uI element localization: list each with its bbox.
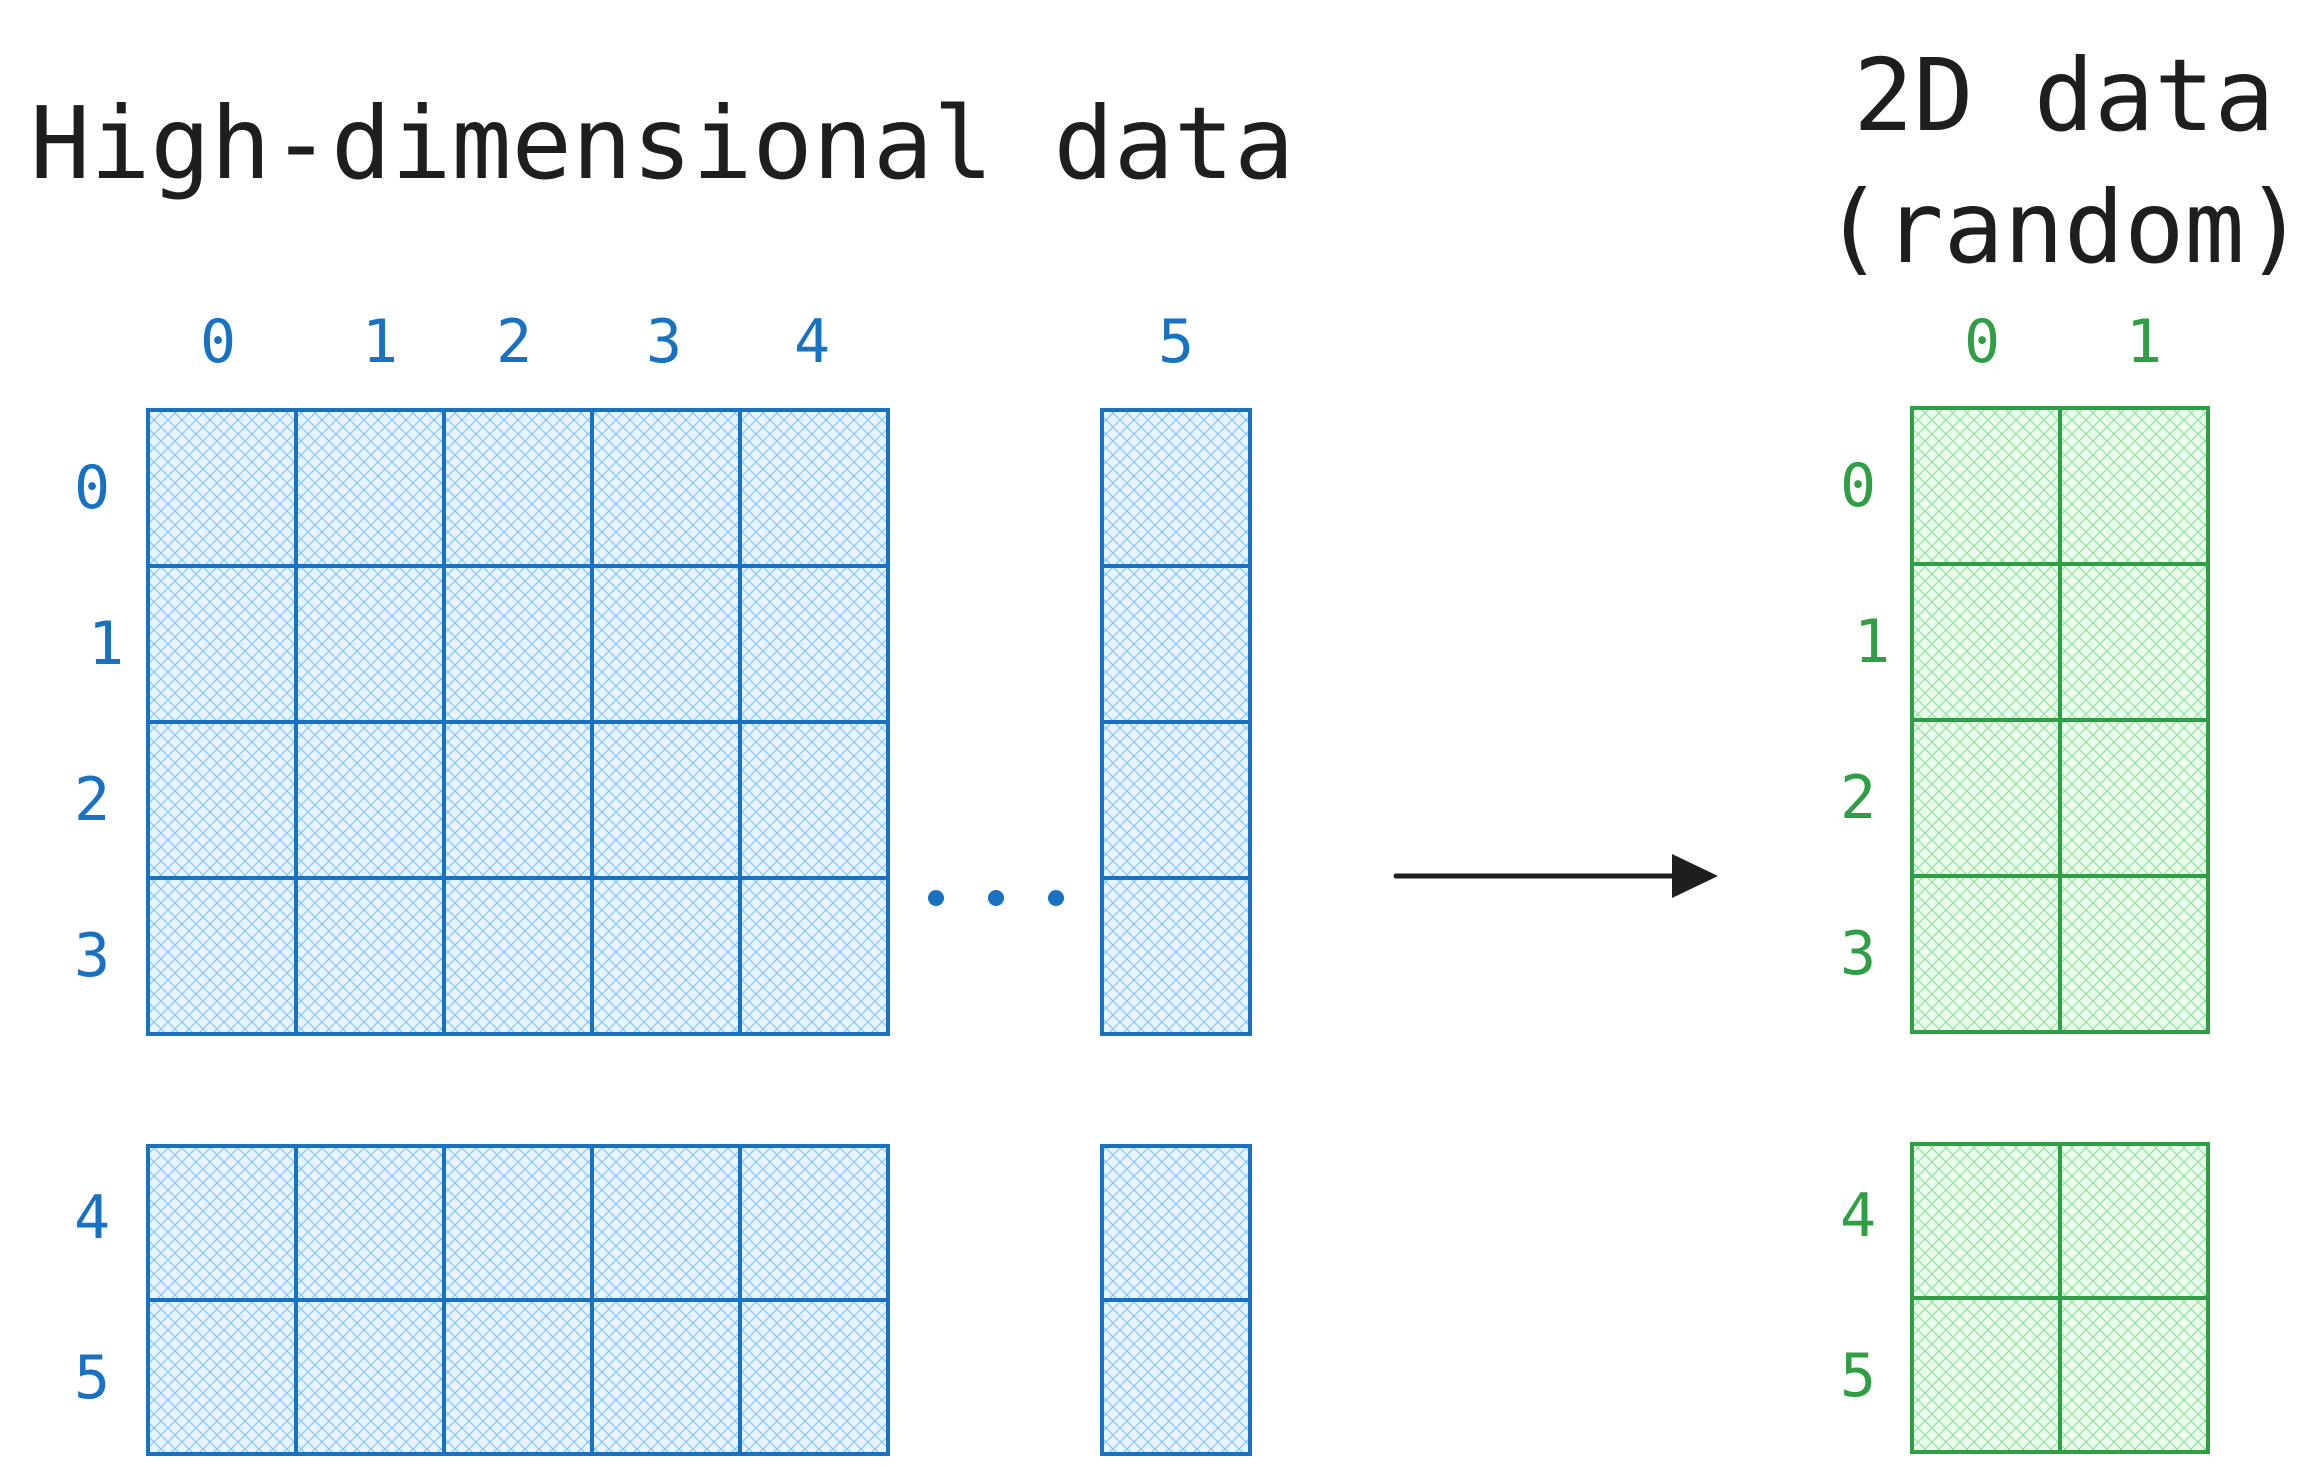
high-dim-cell xyxy=(294,876,446,1036)
high-dim-cell xyxy=(442,1298,594,1456)
low-dim-title-line2: (random) xyxy=(1823,169,2305,286)
ellipsis-dot xyxy=(928,890,944,906)
high-dim-row-label-4: 4 xyxy=(74,1183,110,1253)
high-dim-col-label-3: 3 xyxy=(646,307,682,377)
high-dim-row-label-0: 0 xyxy=(74,453,110,523)
low-dim-cell xyxy=(2058,406,2210,566)
low-dim-col-label-1: 1 xyxy=(2126,307,2162,377)
high-dim-row-labels: 0 1 2 3 4 5 xyxy=(74,453,124,1413)
high-dim-cell xyxy=(294,1298,446,1456)
low-dim-cell xyxy=(1910,406,2062,566)
high-dim-grid-lower xyxy=(146,1144,890,1456)
high-dim-cell xyxy=(590,876,742,1036)
high-dim-cell xyxy=(442,408,594,568)
high-dim-column-5-upper xyxy=(1100,408,1252,1036)
high-dim-col-label-5: 5 xyxy=(1158,307,1194,377)
high-dim-cell xyxy=(146,876,298,1036)
low-dim-cell xyxy=(1910,1142,2062,1300)
high-dim-cell xyxy=(442,1144,594,1302)
high-dim-cell xyxy=(1100,720,1252,880)
low-dim-row-label-4: 4 xyxy=(1840,1181,1876,1251)
low-dim-cell xyxy=(2058,562,2210,722)
high-dim-cell xyxy=(442,876,594,1036)
high-dim-cell xyxy=(146,564,298,724)
high-dim-cell xyxy=(590,720,742,880)
ellipsis-dot xyxy=(1048,890,1064,906)
low-dim-row-label-2: 2 xyxy=(1840,763,1876,833)
high-dim-cell xyxy=(590,564,742,724)
low-dim-cell xyxy=(1910,874,2062,1034)
high-dim-grid-upper xyxy=(146,408,890,1036)
high-dim-cell xyxy=(738,408,890,568)
low-dim-cell xyxy=(2058,1142,2210,1300)
high-dim-row-label-5: 5 xyxy=(74,1343,110,1413)
low-dim-title-line1: 2D data xyxy=(1853,37,2274,154)
arrow-head xyxy=(1672,854,1718,898)
high-dim-column-labels: 0 1 2 3 4 5 xyxy=(200,307,1194,377)
high-dim-column-5-lower xyxy=(1100,1144,1252,1456)
low-dim-row-labels: 0 1 2 3 4 5 xyxy=(1840,451,1890,1411)
high-dim-cell xyxy=(1100,1144,1252,1302)
high-dim-cell xyxy=(294,408,446,568)
low-dim-grid-lower xyxy=(1910,1142,2210,1454)
high-dim-cell xyxy=(590,408,742,568)
ellipsis xyxy=(928,890,1064,906)
high-dim-cell xyxy=(294,1144,446,1302)
high-dim-row-label-2: 2 xyxy=(74,765,110,835)
low-dim-row-label-1: 1 xyxy=(1854,607,1890,677)
high-dim-cell xyxy=(738,564,890,724)
high-dim-row-label-3: 3 xyxy=(74,921,110,991)
low-dim-cell xyxy=(1910,1296,2062,1454)
low-dim-cell xyxy=(1910,718,2062,878)
high-dim-col-label-2: 2 xyxy=(496,307,532,377)
ellipsis-dot xyxy=(988,890,1004,906)
low-dim-cell xyxy=(1910,562,2062,722)
high-dim-cell xyxy=(1100,408,1252,568)
high-dim-cell xyxy=(1100,564,1252,724)
high-dim-cell xyxy=(1100,1298,1252,1456)
high-dim-col-label-1: 1 xyxy=(362,307,398,377)
high-dim-cell xyxy=(590,1298,742,1456)
low-dim-cell xyxy=(2058,874,2210,1034)
high-dim-cell xyxy=(146,720,298,880)
high-dim-cell xyxy=(738,1298,890,1456)
low-dim-row-label-0: 0 xyxy=(1840,451,1876,521)
high-dim-cell xyxy=(146,1144,298,1302)
high-dim-cell xyxy=(738,876,890,1036)
high-dim-cell xyxy=(738,720,890,880)
high-dim-cell xyxy=(146,408,298,568)
high-dim-title: High-dimensional data xyxy=(30,85,1294,202)
low-dim-column-labels: 0 1 xyxy=(1964,307,2162,377)
high-dim-cell xyxy=(294,564,446,724)
high-dim-cell xyxy=(442,720,594,880)
high-dim-row-label-1: 1 xyxy=(88,609,124,679)
low-dim-grid-upper xyxy=(1910,406,2210,1034)
high-dim-cell xyxy=(590,1144,742,1302)
transform-arrow xyxy=(1393,854,1718,898)
low-dim-cell xyxy=(2058,718,2210,878)
low-dim-col-label-0: 0 xyxy=(1964,307,2000,377)
low-dim-row-label-3: 3 xyxy=(1840,919,1876,989)
high-dim-col-label-0: 0 xyxy=(200,307,236,377)
low-dim-row-label-5: 5 xyxy=(1840,1341,1876,1411)
high-dim-cell xyxy=(146,1298,298,1456)
high-dim-col-label-4: 4 xyxy=(794,307,830,377)
high-dim-cell xyxy=(442,564,594,724)
low-dim-cell xyxy=(2058,1296,2210,1454)
high-dim-cell xyxy=(1100,876,1252,1036)
high-dim-cell xyxy=(738,1144,890,1302)
high-dim-cell xyxy=(294,720,446,880)
